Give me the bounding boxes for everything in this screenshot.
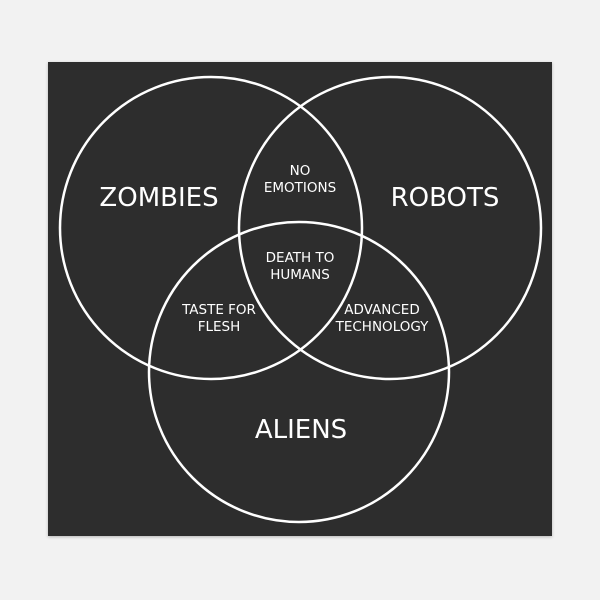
advanced-technology-label: ADVANCED TECHNOLOGY <box>335 302 429 335</box>
zombies-label: ZOMBIES <box>99 182 219 213</box>
death-to-humans-label: DEATH TO HUMANS <box>265 250 335 283</box>
no-emotions-label: NO EMOTIONS <box>263 163 337 196</box>
aliens-circle <box>147 220 451 524</box>
robots-circle <box>237 75 543 381</box>
robots-label: ROBOTS <box>390 182 500 213</box>
venn-diagram-poster: ZOMBIES ROBOTS ALIENS NO EMOTIONS TASTE … <box>48 62 552 536</box>
venn-circles <box>58 75 543 524</box>
aliens-label: ALIENS <box>254 414 348 445</box>
zombies-circle <box>58 75 364 381</box>
taste-for-flesh-label: TASTE FOR FLESH <box>182 302 256 335</box>
